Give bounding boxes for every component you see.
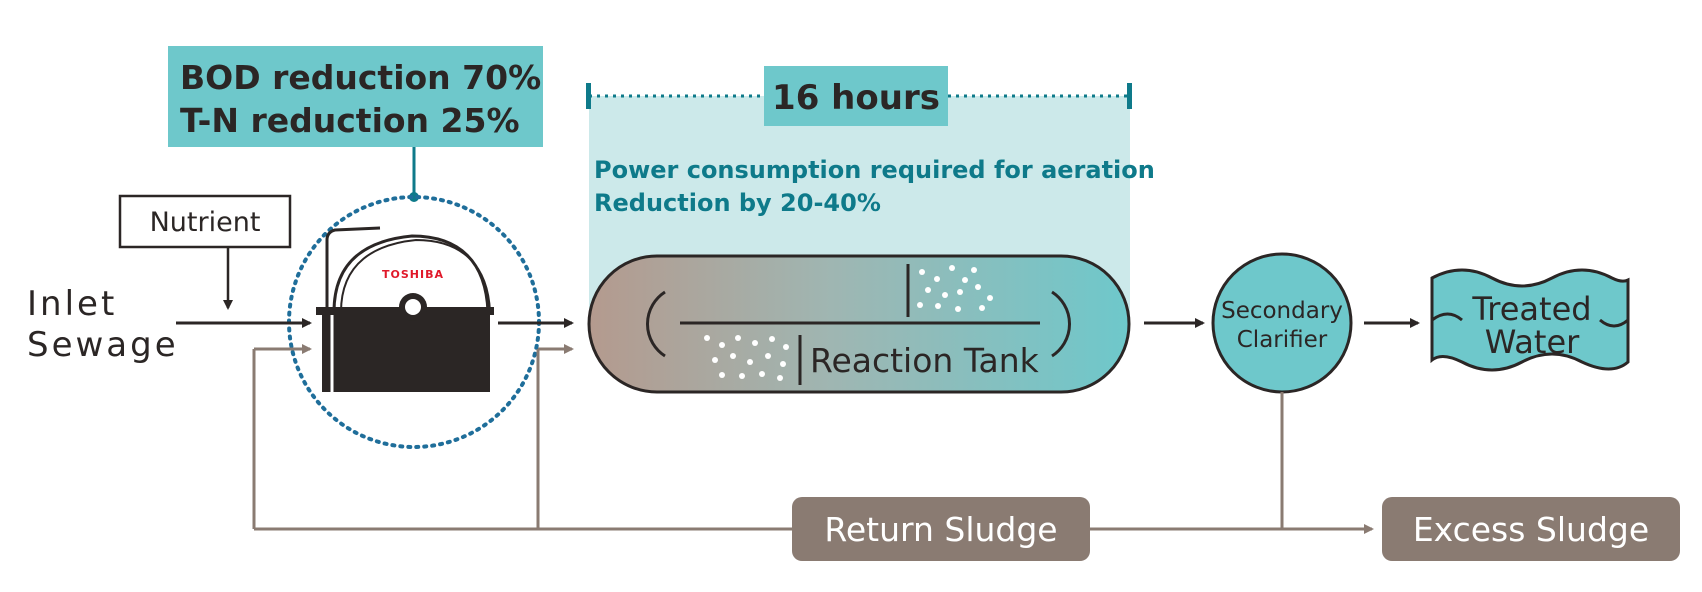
treated-water-label-line1: Treated [1471, 290, 1591, 328]
sewage-label: Sewage [27, 325, 179, 365]
treated-water-wave-left [1431, 312, 1463, 322]
pretreatment-device [316, 226, 494, 392]
inlet-label: Inlet [27, 284, 117, 324]
callout-leader-dot [409, 192, 419, 202]
clarifier-label-line2: Clarifier [1237, 327, 1328, 353]
duration-label-box [764, 66, 948, 126]
reaction-tank-label: Reaction Tank [810, 341, 1040, 380]
return-sludge-box [792, 497, 1090, 561]
return-sludge-label: Return Sludge [824, 510, 1057, 549]
power-consumption-text: Power consumption required for aeration [594, 156, 1155, 184]
aeration-bubbles-upper [917, 265, 993, 312]
reduction-callout-box [168, 46, 543, 147]
duration-label: 16 hours [772, 78, 940, 118]
tn-reduction-text: T-N reduction 25% [180, 101, 520, 140]
excess-sludge-box [1382, 497, 1680, 561]
excess-sludge-label: Excess Sludge [1413, 510, 1649, 549]
nutrient-box [118, 194, 292, 249]
duration-cap-right [1127, 83, 1132, 109]
tank-baffle-left [646, 290, 666, 358]
power-reduction-text: Reduction by 20-40% [594, 189, 881, 217]
bod-reduction-text: BOD reduction 70% [180, 58, 541, 97]
device-brand-logo: TOSHIBA [382, 268, 444, 281]
tank-baffle-right [1051, 290, 1071, 358]
duration-cap-left [586, 83, 591, 109]
treated-water-wave-right [1599, 318, 1629, 328]
nutrient-label: Nutrient [150, 207, 261, 238]
aeration-bubbles-lower [704, 335, 789, 381]
clarifier-label-line1: Secondary [1221, 298, 1343, 324]
treated-water-label-line2: Water [1485, 323, 1580, 361]
